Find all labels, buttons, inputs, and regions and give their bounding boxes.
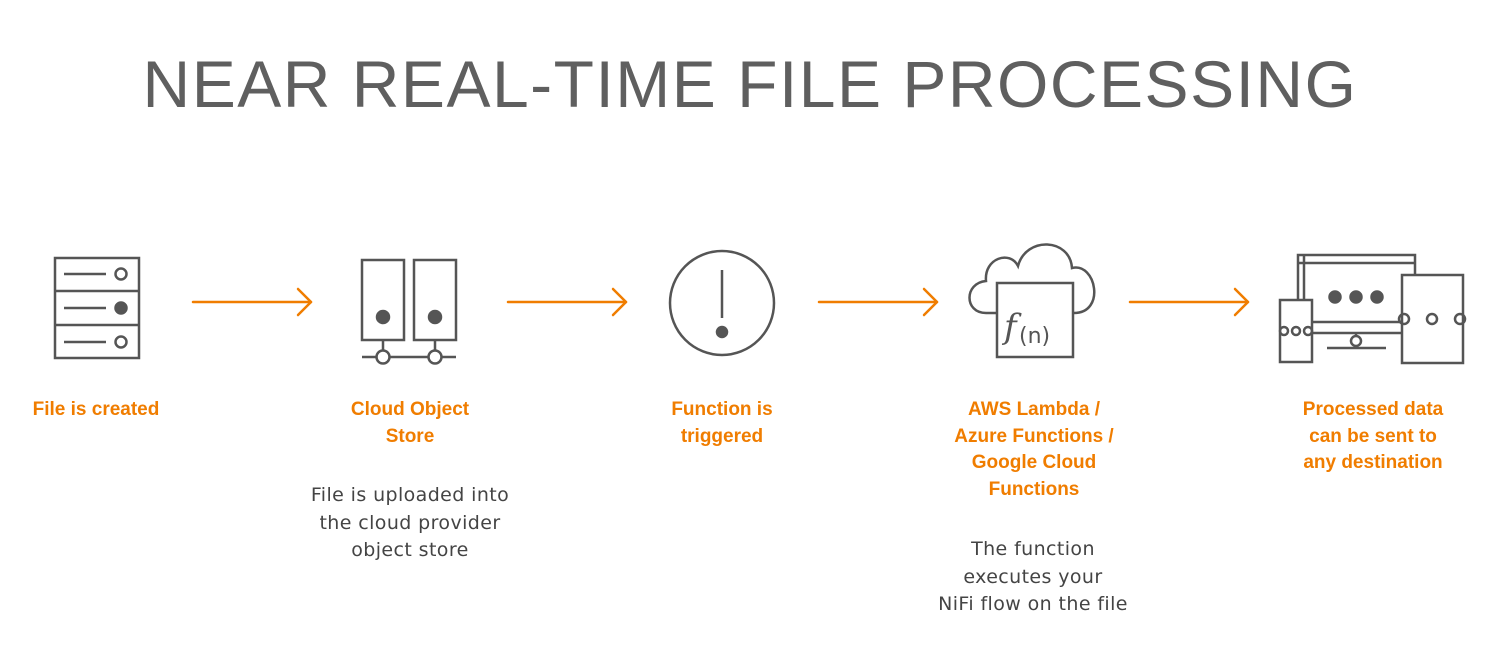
server-rack-icon xyxy=(53,256,141,360)
devices-icon xyxy=(1278,253,1467,365)
arrow-2-icon xyxy=(506,287,628,317)
step-1-label: File is created xyxy=(32,399,160,420)
alert-icon xyxy=(668,249,776,357)
cloud-function-icon xyxy=(968,243,1096,359)
step-4-label: AWS Lambda / Azure Functions / Google Cl… xyxy=(954,399,1114,500)
arrow-3-icon xyxy=(817,287,939,317)
function-argument: (n) xyxy=(1019,324,1050,349)
object-store-icon xyxy=(360,258,458,365)
step-2-label: Cloud Object Store xyxy=(350,399,470,447)
step-2-description: File is uploaded into the cloud provider… xyxy=(310,484,510,561)
arrow-4-icon xyxy=(1128,287,1250,317)
step-4-description: The function executes your NiFi flow on … xyxy=(938,538,1128,615)
step-3-label: Function is triggered xyxy=(671,399,773,447)
arrow-1-icon xyxy=(191,287,313,317)
page-title: NEAR REAL-TIME FILE PROCESSING xyxy=(142,47,1358,121)
step-5-label: Processed data can be sent to any destin… xyxy=(1302,399,1444,473)
